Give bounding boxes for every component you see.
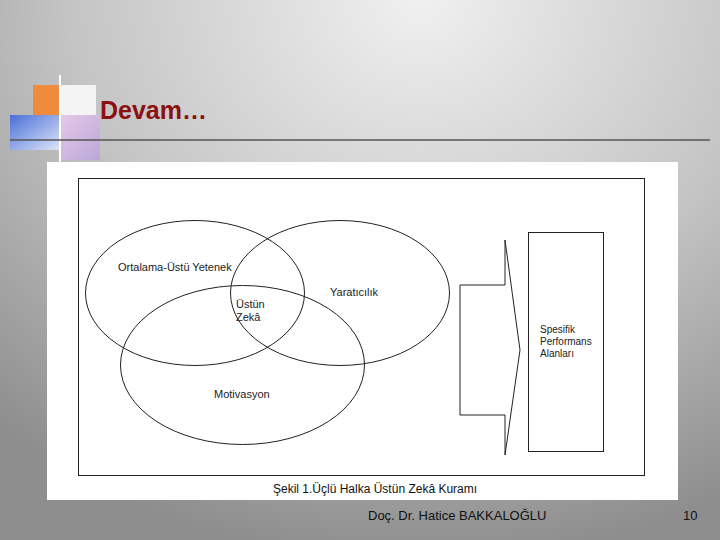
node-text: Ortalama-Üstü Yetenek	[118, 261, 238, 274]
slide-title: Devam…	[100, 96, 207, 125]
performance-box: Spesifik Performans Alanları	[528, 232, 604, 452]
center-label: Üstün Zekâ	[236, 298, 276, 323]
page-number: 10	[683, 508, 713, 523]
footer-author: Doç. Dr. Hatice BAKKALOĞLU	[368, 508, 608, 523]
ring-outline	[85, 220, 305, 366]
ring-node: Yaratıcılık	[230, 220, 450, 366]
figure-caption: Şekil 1.Üçlü Halka Üstün Zekâ Kuramı	[273, 482, 477, 496]
node-text: Motivasyon	[214, 388, 304, 401]
figure-panel	[47, 162, 678, 500]
node-text: Spesifik Performans Alanları	[540, 324, 598, 360]
node-text: Yaratıcılık	[330, 286, 420, 299]
ring-node: Ortalama-Üstü Yetenek	[85, 220, 305, 366]
